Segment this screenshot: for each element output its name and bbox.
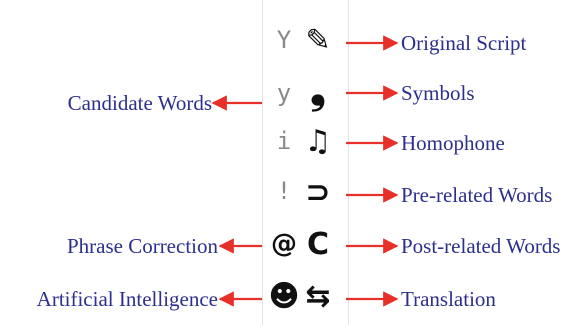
label-symbols: Symbols — [401, 81, 475, 105]
label-artificial-intelligence: Artificial Intelligence — [36, 287, 218, 311]
letter-y-upper-button[interactable]: Y — [276, 26, 292, 54]
label-candidate-words: Candidate Words — [67, 91, 212, 115]
homophone-icon[interactable]: ♫ — [304, 123, 332, 159]
label-original-script: Original Script — [401, 31, 527, 55]
label-pre-related-words: Pre-related Words — [401, 183, 553, 207]
label-phrase-correction: Phrase Correction — [66, 234, 218, 258]
label-translation: Translation — [401, 287, 496, 311]
toolbar-panel — [262, 0, 349, 325]
letter-y-lower-button[interactable]: y — [276, 79, 292, 107]
original-script-icon[interactable]: ✎ — [305, 22, 331, 58]
translation-icon[interactable]: ⇆ — [305, 278, 331, 314]
pre-related-words-icon[interactable]: ⊃ — [305, 174, 331, 210]
letter-exclamation-button[interactable]: ! — [276, 177, 292, 205]
phrase-correction-icon[interactable]: @ — [271, 229, 297, 259]
post-related-words-icon[interactable]: C — [306, 226, 330, 262]
label-post-related-words: Post-related Words — [401, 234, 561, 258]
artificial-intelligence-icon[interactable]: ☻ — [268, 278, 300, 314]
label-homophone: Homophone — [401, 131, 505, 155]
symbols-icon[interactable]: ❟ — [310, 67, 326, 113]
letter-i-button[interactable]: i — [276, 127, 292, 155]
